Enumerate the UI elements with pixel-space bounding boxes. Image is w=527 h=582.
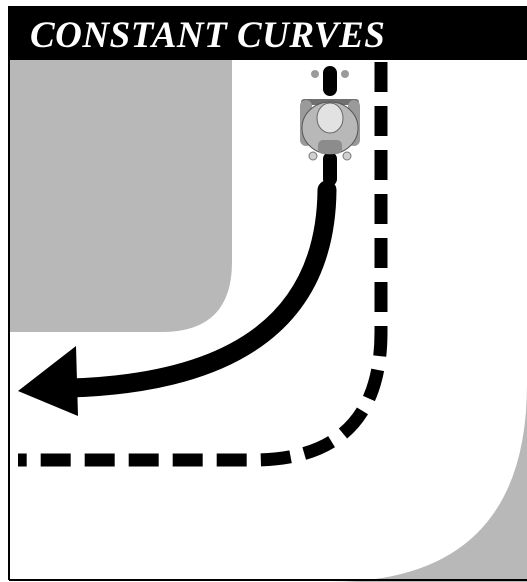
motorcycle-icon: [300, 66, 360, 186]
inner-corner-grass: [10, 60, 232, 332]
path-arrow-head: [18, 346, 78, 416]
